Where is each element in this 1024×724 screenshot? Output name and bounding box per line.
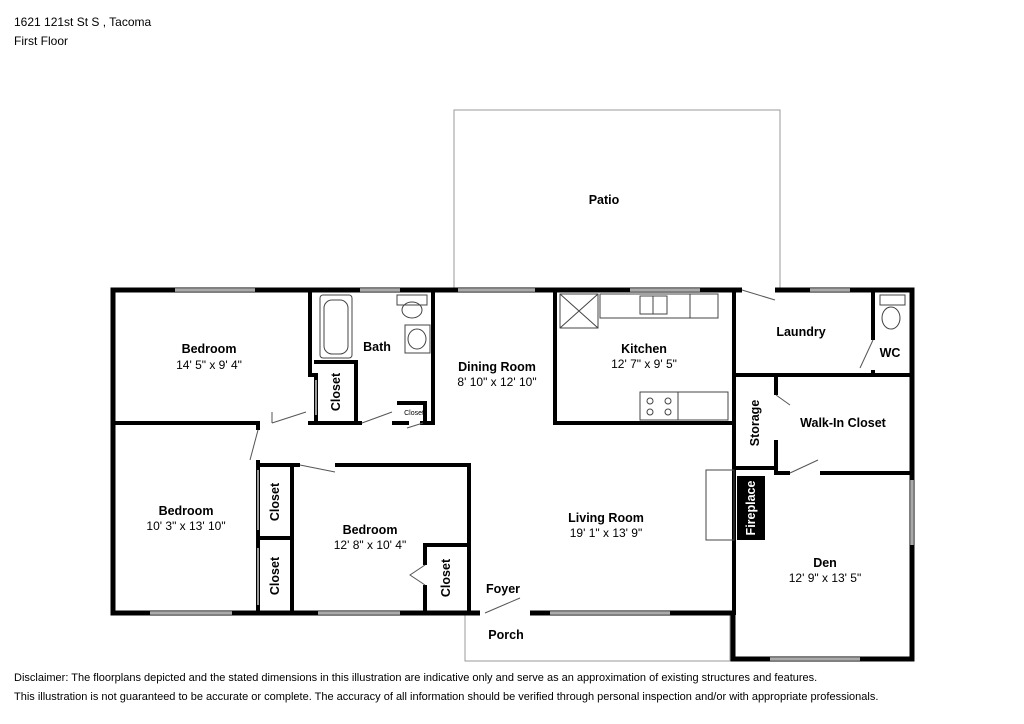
- storage-label: Storage: [748, 400, 762, 447]
- bedroom3-dim: 12' 8" x 10' 4": [334, 538, 406, 552]
- kitchen-dim: 12' 7" x 9' 5": [611, 357, 677, 371]
- fireplace-block: [737, 476, 765, 540]
- disclaimer-line-1: Disclaimer: The floorplans depicted and …: [14, 672, 818, 684]
- dining-label: Dining Room: [458, 360, 536, 374]
- walkin-label: Walk-In Closet: [800, 416, 886, 430]
- room-labels: Patio Bedroom 14' 5" x 9' 4" Bath Dining…: [146, 193, 900, 642]
- porch-label: Porch: [488, 628, 523, 642]
- wc-label: WC: [880, 346, 901, 360]
- closet-small-label: Closet: [404, 410, 424, 417]
- laundry-label: Laundry: [776, 325, 825, 339]
- floor-label: First Floor: [14, 34, 68, 48]
- kitchen-label: Kitchen: [621, 342, 667, 356]
- fixtures: [319, 293, 906, 541]
- address-text: 1621 121st St S , Tacoma: [14, 15, 152, 29]
- closet-b2a-label: Closet: [268, 482, 282, 521]
- living-dim: 19' 1" x 13' 9": [570, 526, 642, 540]
- bath-label: Bath: [363, 340, 391, 354]
- doors: [249, 287, 876, 616]
- dining-dim: 8' 10" x 12' 10": [457, 375, 536, 389]
- closet-bath-label: Closet: [329, 372, 343, 411]
- closet-b3-label: Closet: [439, 558, 453, 597]
- disclaimer-line-2: This illustration is not guaranteed to b…: [14, 691, 879, 703]
- bedroom1-label: Bedroom: [182, 342, 237, 356]
- bedroom1-dim: 14' 5" x 9' 4": [176, 358, 242, 372]
- window-lines: [150, 289, 913, 660]
- closet-b2b-label: Closet: [268, 556, 282, 595]
- den-dim: 12' 9" x 13' 5": [789, 571, 861, 585]
- porch-outline: [464, 614, 731, 662]
- fireplace-label: Fireplace: [744, 481, 758, 536]
- bedroom2-label: Bedroom: [159, 504, 214, 518]
- den-label: Den: [813, 556, 837, 570]
- patio-label: Patio: [589, 193, 620, 207]
- living-label: Living Room: [568, 511, 644, 525]
- bedroom3-label: Bedroom: [343, 523, 398, 537]
- foyer-label: Foyer: [486, 582, 520, 596]
- bedroom2-dim: 10' 3" x 13' 10": [146, 519, 225, 533]
